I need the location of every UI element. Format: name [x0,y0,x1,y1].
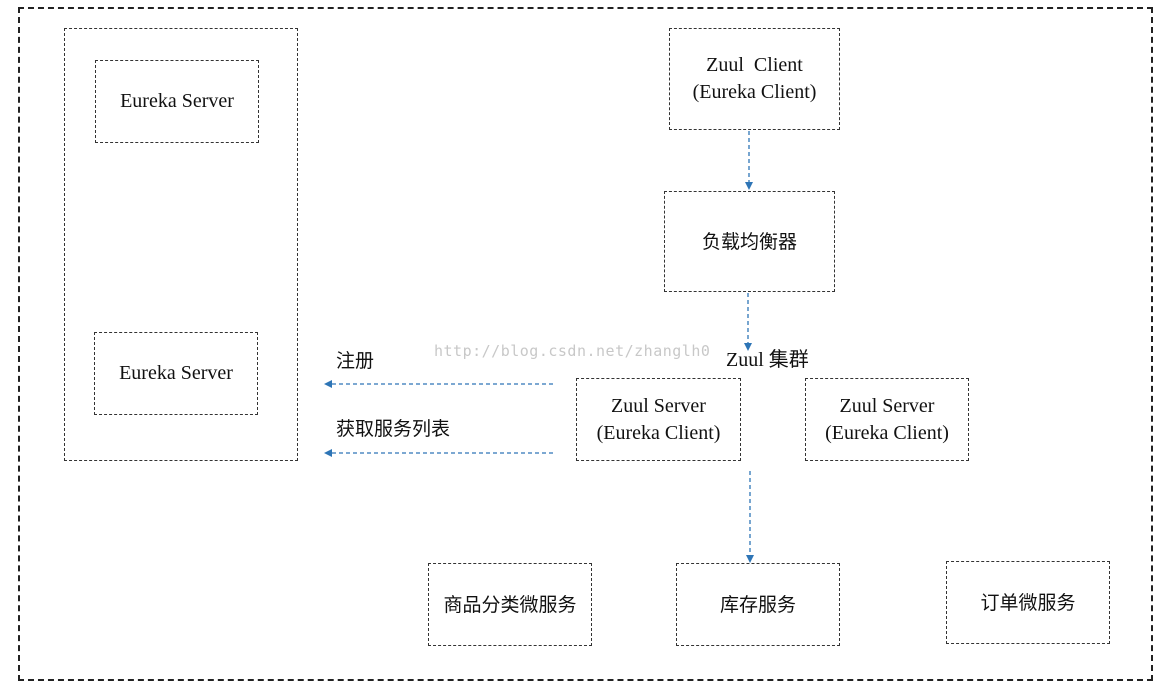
fetch-service-list-label: 获取服务列表 [336,418,451,440]
register-label: 注册 [336,350,375,372]
load-balancer-label: 负载均衡器 [701,230,797,253]
eureka-server-bottom: Eureka Server [94,332,258,415]
zuul-client-line2: (Eureka Client) [692,81,817,103]
diagram-frame [18,7,1153,681]
zuul-server-2-line1: Zuul Server [839,394,935,417]
zuul-client-box: Zuul Client (Eureka Client) [669,28,840,130]
zuul-cluster-label: Zuul 集群 [726,349,809,371]
zuul-server-1-box: Zuul Server (Eureka Client) [576,378,741,461]
zuul-client-line1: Zuul Client [706,54,803,76]
eureka-server-top-label: Eureka Server [120,90,234,112]
watermark-text: http://blog.csdn.net/zhanglh0 [434,342,711,360]
order-service-label: 订单微服务 [980,591,1076,614]
eureka-server-top: Eureka Server [95,60,259,143]
load-balancer-box: 负载均衡器 [664,191,835,292]
zuul-server-2-line2: (Eureka Client) [825,421,949,444]
order-service-box: 订单微服务 [946,561,1110,644]
inventory-service-label: 库存服务 [719,593,796,616]
zuul-server-1-line1: Zuul Server [611,394,706,417]
inventory-service-box: 库存服务 [676,563,840,646]
eureka-server-bottom-label: Eureka Server [119,362,233,384]
product-service-label: 商品分类微服务 [443,593,577,616]
product-service-box: 商品分类微服务 [428,563,592,646]
zuul-server-1-line2: (Eureka Client) [596,421,721,444]
zuul-server-2-box: Zuul Server (Eureka Client) [805,378,969,461]
